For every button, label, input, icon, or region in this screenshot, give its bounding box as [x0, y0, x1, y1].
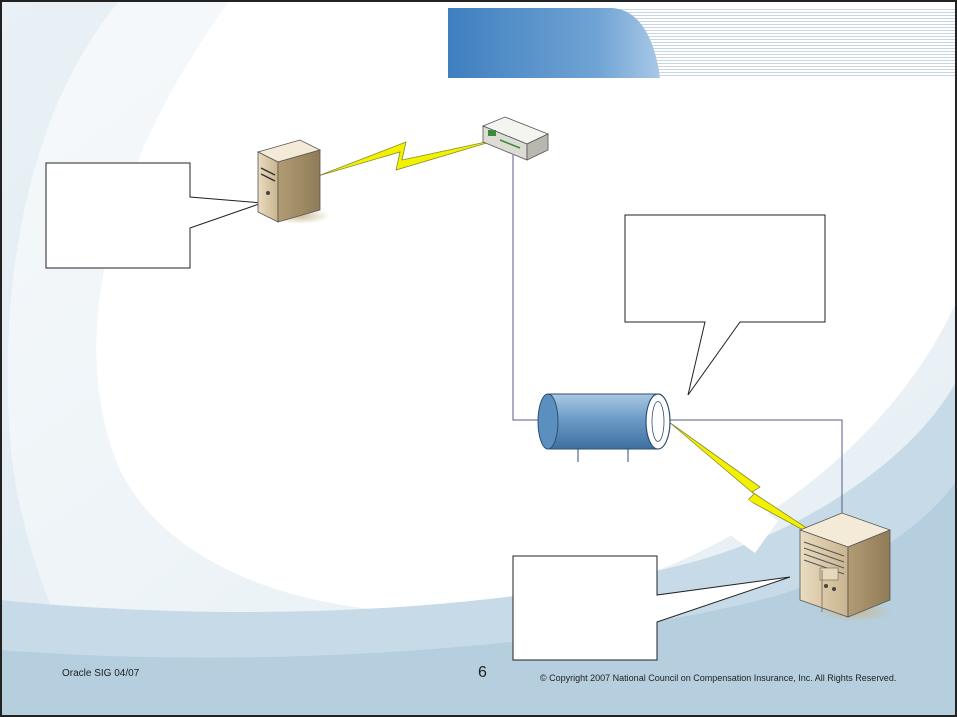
callout-bottom — [512, 555, 791, 661]
header-band — [448, 8, 957, 78]
server-right-icon — [798, 512, 893, 622]
server-left-icon — [256, 139, 330, 224]
callout-right-top — [624, 214, 826, 396]
page-number: 6 — [478, 664, 487, 681]
connector-lines — [512, 155, 843, 540]
copyright-text: © Copyright 2007 National Council on Com… — [540, 673, 897, 683]
network-pipe-icon — [537, 393, 671, 462]
lightning-link-top — [317, 138, 501, 177]
link-label-box — [696, 478, 778, 553]
callout-left — [45, 162, 263, 269]
footer-left-text: Oracle SIG 04/07 — [62, 668, 140, 679]
router-icon — [481, 116, 550, 161]
